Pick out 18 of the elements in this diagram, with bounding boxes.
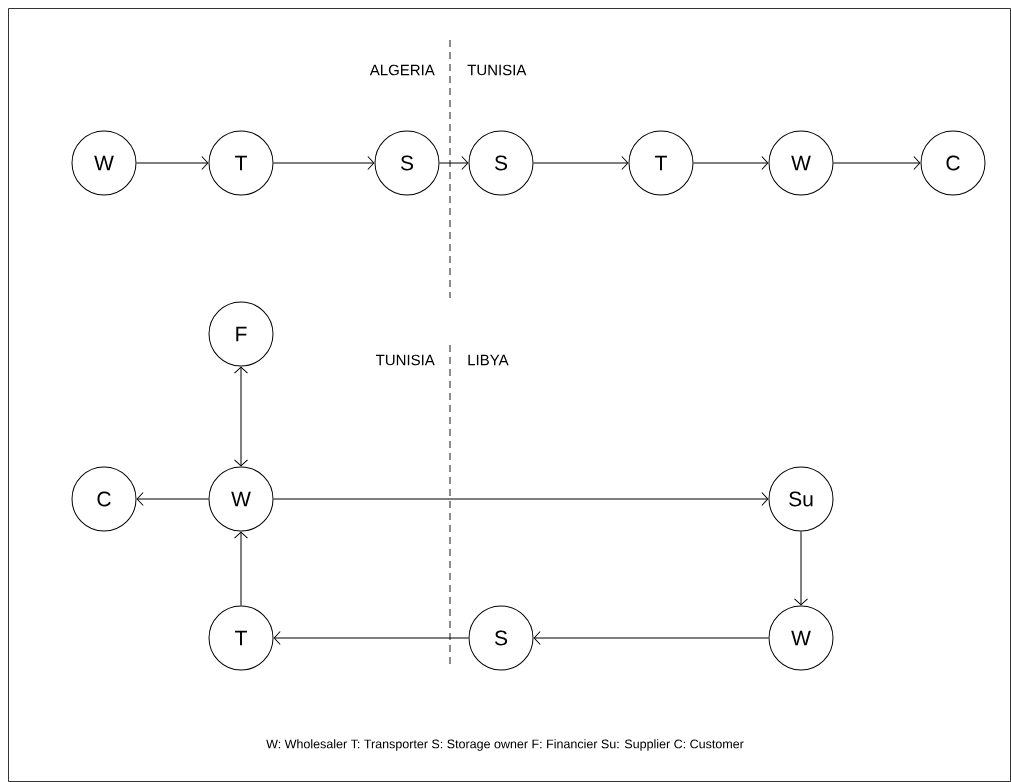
arrow [794, 531, 808, 606]
arrow [234, 366, 248, 467]
arrow [693, 156, 769, 170]
arrow [273, 631, 469, 645]
arrow [136, 156, 209, 170]
country-label: ALGERIA [369, 64, 435, 76]
arrow [439, 156, 469, 170]
arrow [533, 156, 629, 170]
country-label: LIBYA [468, 354, 509, 366]
arrow [533, 631, 769, 645]
legend-text: W: Wholesaler T: Transporter S: Storage owner F: Financier Su: Supplier C: Customer [266, 739, 744, 751]
country-label: TUNISIA [375, 354, 435, 366]
country-label: TUNISIA [467, 64, 527, 76]
arrow [833, 156, 921, 170]
arrow [136, 492, 209, 506]
arrow [273, 156, 375, 170]
arrow [234, 531, 248, 606]
arrow [273, 492, 769, 506]
